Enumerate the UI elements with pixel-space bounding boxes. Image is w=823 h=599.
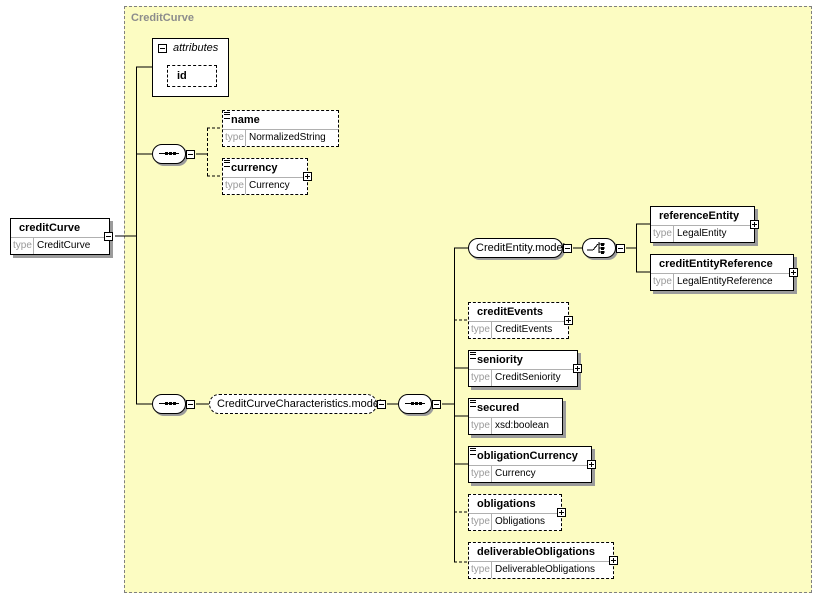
creditcurve-collapse-button[interactable] [104, 232, 113, 241]
sequence-2-collapse-button[interactable] [186, 400, 195, 409]
element-name-label: deliverableObligations [477, 546, 595, 558]
sequence-3-collapse-button[interactable] [432, 400, 441, 409]
element-referenceentity[interactable]: referenceEntity type LegalEntity [650, 206, 755, 243]
type-value: NormalizedString [249, 132, 326, 143]
attributes-group: attributes id [152, 38, 229, 97]
type-label: type [13, 240, 32, 251]
element-name: creditCurve [19, 222, 81, 234]
attribute-id-label: id [177, 70, 187, 82]
element-secured[interactable]: secured type xsd:boolean [468, 398, 563, 435]
type-label: type [471, 324, 490, 335]
element-seniority[interactable]: seniority type CreditSeniority [468, 350, 578, 387]
sequence-icon [159, 152, 179, 155]
element-name-label: currency [231, 162, 278, 174]
type-label: type [471, 564, 490, 575]
type-label: type [653, 276, 672, 287]
type-value: Currency [249, 180, 290, 191]
element-name[interactable]: name type NormalizedString [222, 110, 339, 147]
element-name-label: creditEntityReference [659, 258, 773, 270]
sequence-icon [405, 402, 425, 405]
creditcurvecharacteristics-collapse-button[interactable] [377, 400, 386, 409]
type-value: CreditEvents [495, 324, 553, 335]
documentation-icon [470, 448, 476, 455]
element-name-label: referenceEntity [659, 210, 740, 222]
element-name-label: obligations [477, 498, 536, 510]
documentation-icon [470, 352, 476, 359]
area-title: CreditCurve [131, 12, 194, 24]
type-label: type [471, 420, 490, 431]
group-name: CreditEntity.model [476, 242, 566, 254]
type-value: Obligations [495, 516, 546, 527]
element-name-label: secured [477, 402, 520, 414]
choice-icon [587, 242, 605, 254]
type-label: type [225, 132, 244, 143]
type-value: CreditCurve [37, 240, 91, 251]
type-label: type [225, 180, 244, 191]
documentation-icon [470, 400, 476, 407]
type-value: CreditSeniority [495, 372, 561, 383]
group-creditentity-model[interactable]: CreditEntity.model [468, 238, 566, 258]
element-deliverableobligations[interactable]: deliverableObligations type DeliverableO… [468, 542, 614, 579]
type-label: type [471, 468, 490, 479]
attribute-id[interactable]: id [167, 65, 217, 87]
obligationcurrency-expand-button[interactable] [587, 460, 596, 469]
sequence-1-collapse-button[interactable] [186, 150, 195, 159]
choice-collapse-button[interactable] [616, 244, 625, 253]
creditentity-collapse-button[interactable] [563, 244, 572, 253]
element-name-label: creditEvents [477, 306, 544, 318]
type-label: type [471, 372, 490, 383]
element-name-label: name [231, 114, 260, 126]
choice-compositor[interactable] [582, 238, 616, 258]
element-creditevents[interactable]: creditEvents type CreditEvents [468, 302, 569, 339]
creditentityreference-expand-button[interactable] [789, 268, 798, 277]
documentation-icon [224, 160, 230, 167]
type-value: Currency [495, 468, 536, 479]
sequence-compositor-1[interactable] [152, 144, 186, 164]
seniority-expand-button[interactable] [573, 364, 582, 373]
attributes-collapse-button[interactable] [158, 44, 167, 53]
element-creditcurve[interactable]: creditCurve type CreditCurve [10, 218, 110, 255]
group-creditcurvecharacteristics-model[interactable]: CreditCurveCharacteristics.model [209, 394, 381, 414]
attributes-title: attributes [173, 42, 219, 54]
deliverableobligations-expand-button[interactable] [609, 556, 618, 565]
type-label: type [471, 516, 490, 527]
element-name-label: seniority [477, 354, 523, 366]
element-obligations[interactable]: obligations type Obligations [468, 494, 562, 531]
type-value: LegalEntityReference [677, 276, 773, 287]
obligations-expand-button[interactable] [557, 508, 566, 517]
type-label: type [653, 228, 672, 239]
element-obligationcurrency[interactable]: obligationCurrency type Currency [468, 446, 592, 483]
creditevents-expand-button[interactable] [564, 316, 573, 325]
documentation-icon [224, 112, 230, 119]
sequence-icon [159, 402, 179, 405]
sequence-compositor-3[interactable] [398, 394, 432, 414]
referenceentity-expand-button[interactable] [750, 220, 759, 229]
type-value: DeliverableObligations [495, 564, 596, 575]
group-name: CreditCurveCharacteristics.model [217, 398, 382, 410]
element-creditentityreference[interactable]: creditEntityReference type LegalEntityRe… [650, 254, 794, 291]
currency-expand-button[interactable] [303, 172, 312, 181]
element-name-label: obligationCurrency [477, 450, 578, 462]
type-value: LegalEntity [677, 228, 727, 239]
element-currency[interactable]: currency type Currency [222, 158, 308, 195]
sequence-compositor-2[interactable] [152, 394, 186, 414]
type-value: xsd:boolean [495, 420, 549, 431]
